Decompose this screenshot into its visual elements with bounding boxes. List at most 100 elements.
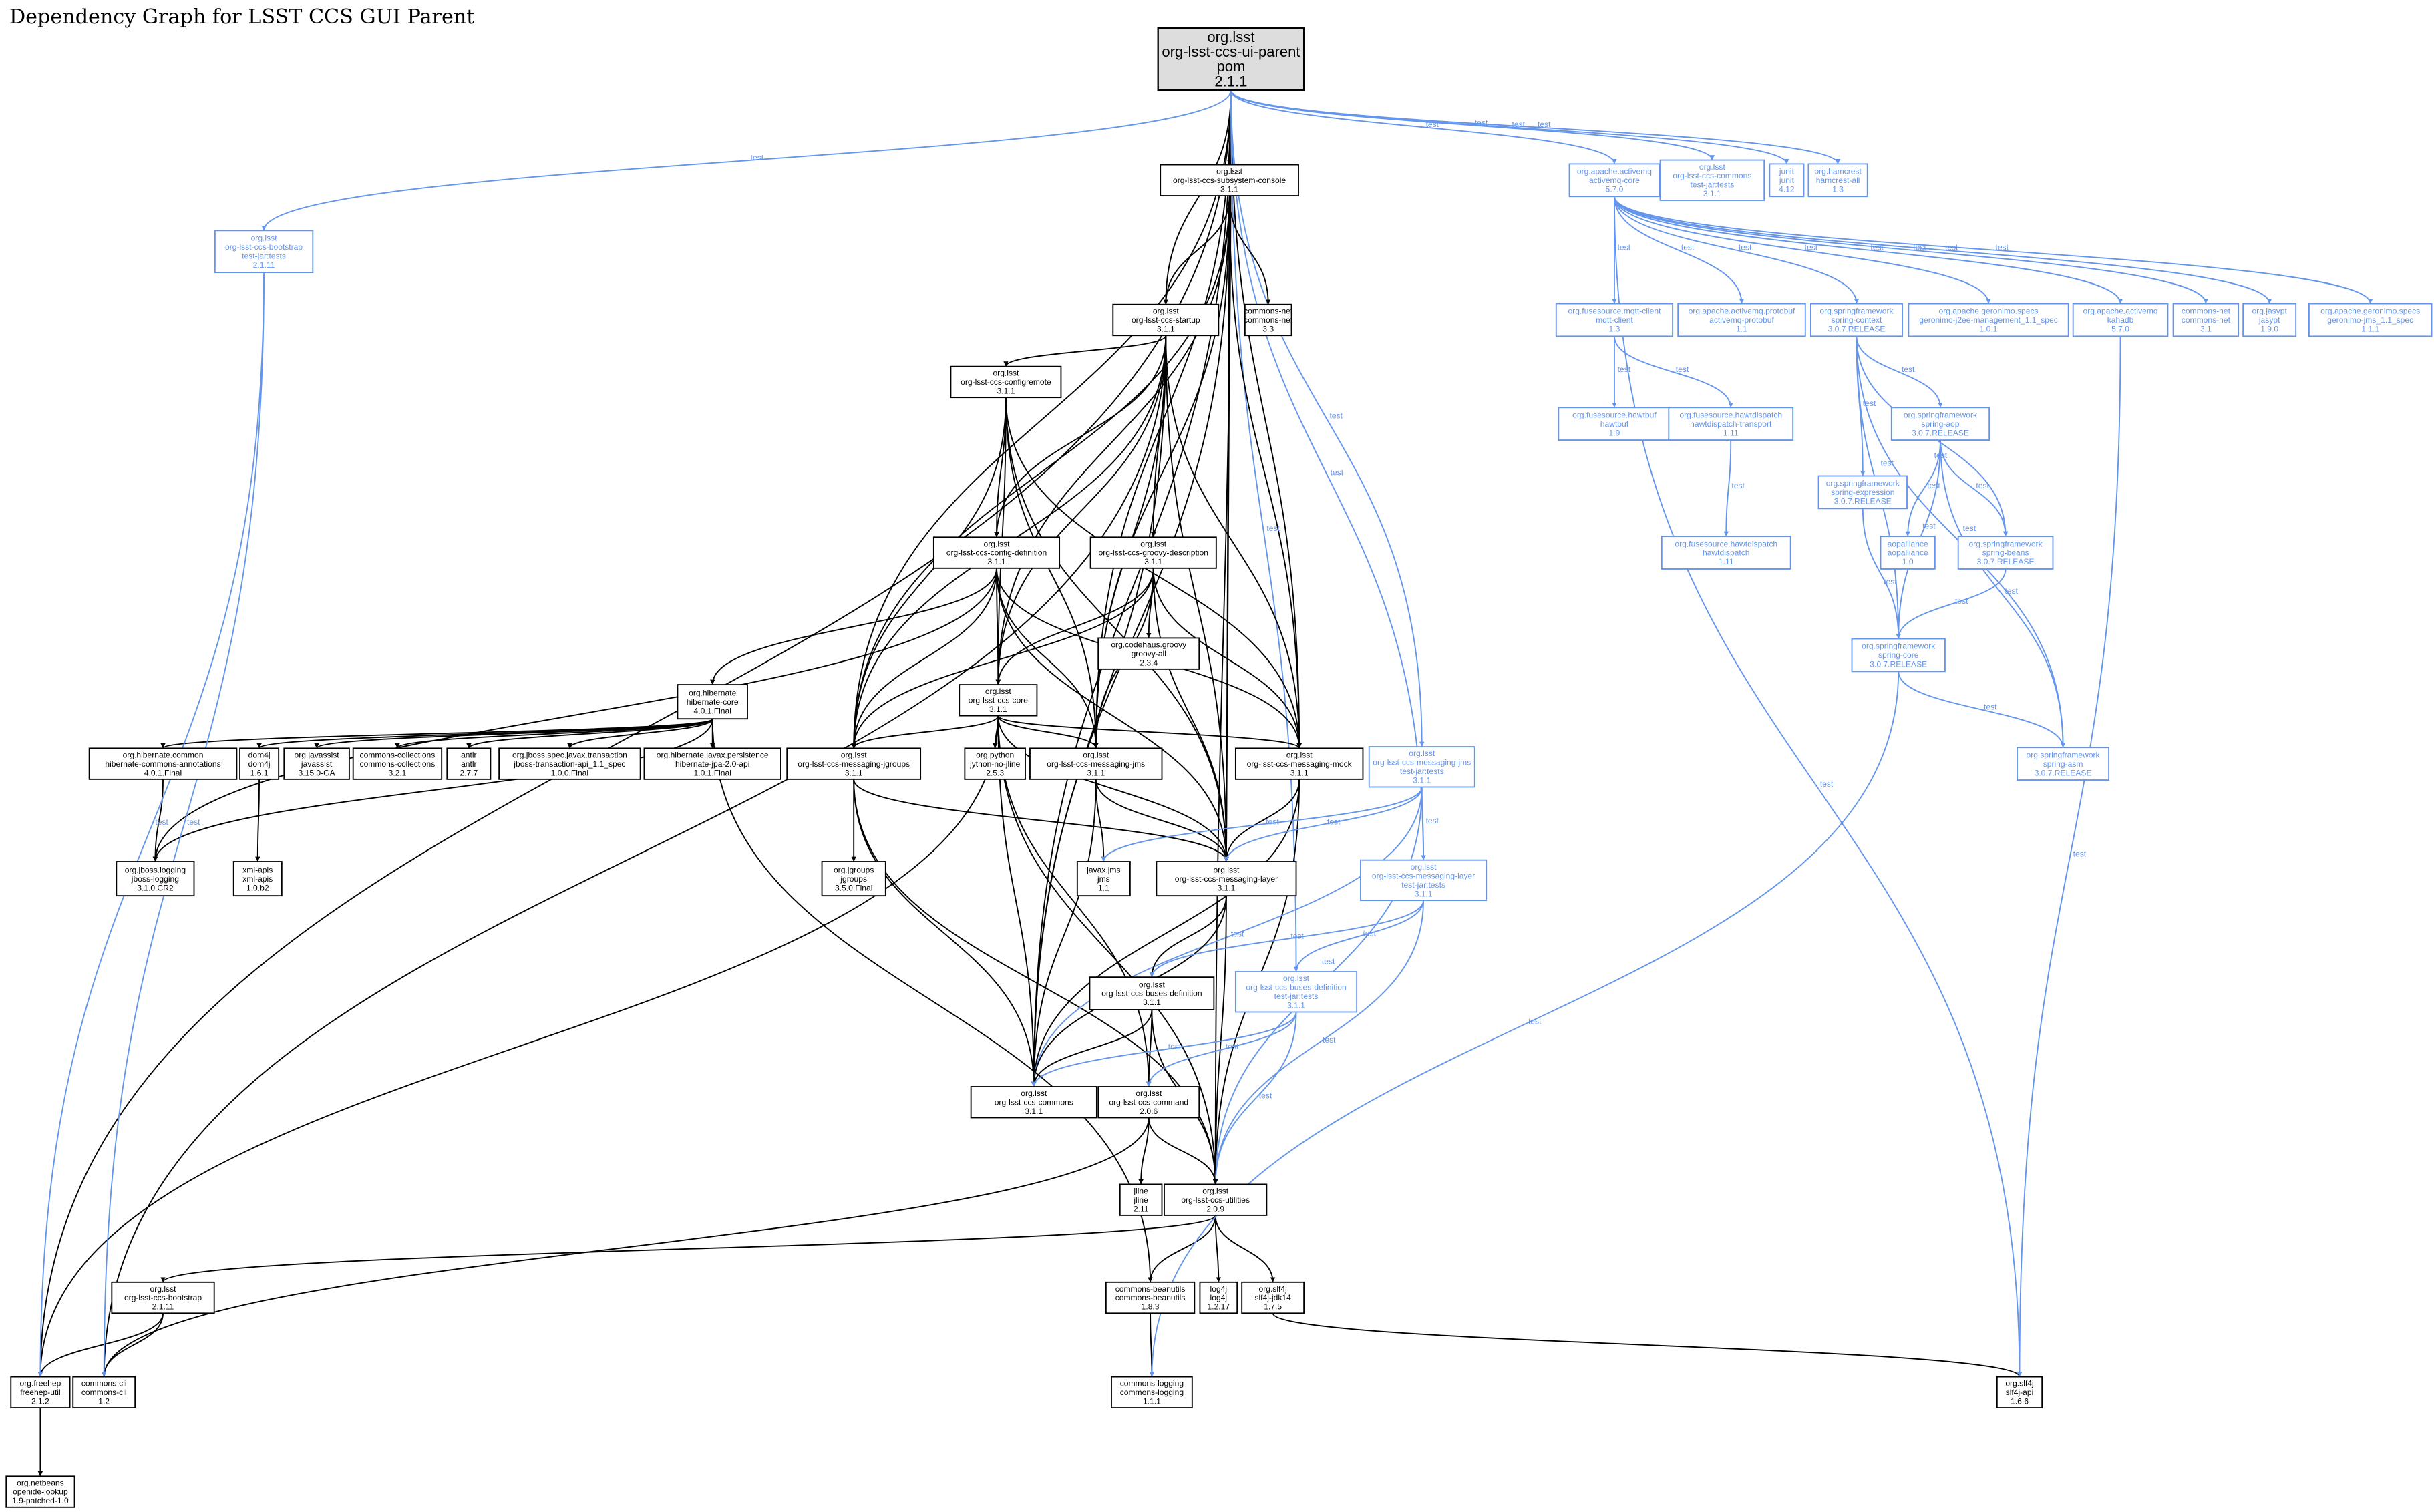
node-box <box>821 861 886 897</box>
edge-utilities-to-bootstrap <box>160 1215 1216 1283</box>
node-hawtdispatch[interactable]: org.fusesource.hawtdispatchhawtdispatch1… <box>1661 536 1791 570</box>
edge-cfgremote-to-layer <box>1005 397 1229 862</box>
node-jta[interactable]: org.jboss.spec.javax.transactionjboss-tr… <box>498 747 641 780</box>
node-label-line: org.slf4j <box>2005 1379 2033 1388</box>
node-springexpr[interactable]: org.springframeworkspring-expression3.0.… <box>1817 475 1908 510</box>
node-hibann[interactable]: org.hibernate.commonhibernate-commons-an… <box>88 747 238 780</box>
node-openide[interactable]: org.netbeansopenide-lookup1.9-patched-1.… <box>5 1475 75 1508</box>
node-hdtransport[interactable]: org.fusesource.hawtdispatchhawtdispatch-… <box>1668 407 1794 441</box>
node-layer[interactable]: org.lsstorg-lsst-ccs-messaging-layer3.1.… <box>1156 861 1297 897</box>
edge-label-test: test <box>1168 1042 1182 1051</box>
node-cfgdef[interactable]: org.lsstorg-lsst-ccs-config-definition3.… <box>932 536 1061 569</box>
node-box <box>1568 163 1661 198</box>
node-protobuf[interactable]: org.apache.activemq.protobufactivemq-pro… <box>1677 303 1806 337</box>
node-label-line: org.lsst <box>984 539 1011 548</box>
node-springbeans[interactable]: org.springframeworkspring-beans3.0.7.REL… <box>1957 536 2054 570</box>
node-label-line: org.lsst <box>1021 1089 1047 1098</box>
node-jpa[interactable]: org.hibernate.javax.persistencehibernate… <box>643 747 781 780</box>
node-label-line: commons-net <box>1244 307 1293 316</box>
node-label-line: org.jasypt <box>2252 307 2287 316</box>
edge-layer-to-buses <box>1149 896 1227 978</box>
edge-label-test: test <box>1934 451 1948 460</box>
edge-label-test: test <box>1884 577 1897 586</box>
node-label-line: hibernate-jpa-2.0-api <box>675 759 749 769</box>
node-box <box>1659 159 1765 201</box>
node-bootstraptest[interactable]: org.lsstorg-lsst-ccs-bootstraptest-jar:t… <box>214 230 314 274</box>
node-springctx[interactable]: org.springframeworkspring-context3.0.7.R… <box>1809 303 1903 337</box>
node-label-line: 2.5.3 <box>986 768 1004 777</box>
node-groovydesc[interactable]: org.lsstorg-lsst-ccs-groovy-description3… <box>1089 536 1217 569</box>
node-box <box>1558 407 1671 441</box>
edge-hibann-to-jbosslog <box>152 779 164 862</box>
edge-label-test: test <box>2005 586 2018 596</box>
node-gjms[interactable]: org.apache.geronimo.specsgeronimo-jms_1.… <box>2308 303 2433 337</box>
node-label-line: org-lsst-ccs-messaging-layer <box>1175 874 1278 884</box>
node-buses[interactable]: org.lsstorg-lsst-ccs-buses-definition3.1… <box>1089 976 1215 1010</box>
edge-label-test: test <box>1426 816 1439 825</box>
node-label-line: org.lsst <box>1207 29 1254 45</box>
node-layertest[interactable]: org.lsstorg-lsst-ccs-messaging-layertest… <box>1360 859 1488 902</box>
node-ccoll[interactable]: commons-collectionscommons-collections3.… <box>352 747 443 780</box>
edge-layertest-to-buses <box>1149 900 1425 978</box>
node-box <box>1769 163 1805 198</box>
node-box <box>1097 1086 1200 1119</box>
node-box <box>1817 475 1908 510</box>
node-jmstest[interactable]: org.lsstorg-lsst-ccs-messaging-jmstest-j… <box>1368 746 1475 788</box>
node-j2ee[interactable]: org.apache.geronimo.specsgeronimo-j2ee-m… <box>1908 303 2069 337</box>
edge-springaop-to-aopalliance <box>1905 440 1941 537</box>
edge-label-test: test <box>1870 242 1884 252</box>
node-label-line: org.lsst <box>841 750 868 759</box>
edge-root-to-jmstest <box>1230 90 1425 747</box>
edge-springctx-to-springaop <box>1856 336 1943 408</box>
node-label-line: commons-beanutils <box>1115 1284 1186 1294</box>
edge-label-test: test <box>1881 458 1894 467</box>
edge-label-test: test <box>1528 1016 1542 1026</box>
node-jgroupsmsg[interactable]: org.lsstorg-lsst-ccs-messaging-jgroups3.… <box>786 747 922 780</box>
node-console[interactable]: org.lsstorg-lsst-ccs-subsystem-console3.… <box>1160 164 1299 196</box>
node-busestest[interactable]: org.lsstorg-lsst-ccs-buses-definitiontes… <box>1234 971 1358 1013</box>
node-springaop[interactable]: org.springframeworkspring-aop3.0.7.RELEA… <box>1890 407 1990 441</box>
node-commonstest[interactable]: org.lsstorg-lsst-ccs-commonstest-jar:tes… <box>1659 159 1765 201</box>
node-label-line: org-lsst-ccs-messaging-layer <box>1372 871 1475 880</box>
node-springcore[interactable]: org.springframeworkspring-core3.0.7.RELE… <box>1851 638 1946 673</box>
node-springasm[interactable]: org.springframeworkspring-asm3.0.7.RELEA… <box>2017 747 2110 781</box>
